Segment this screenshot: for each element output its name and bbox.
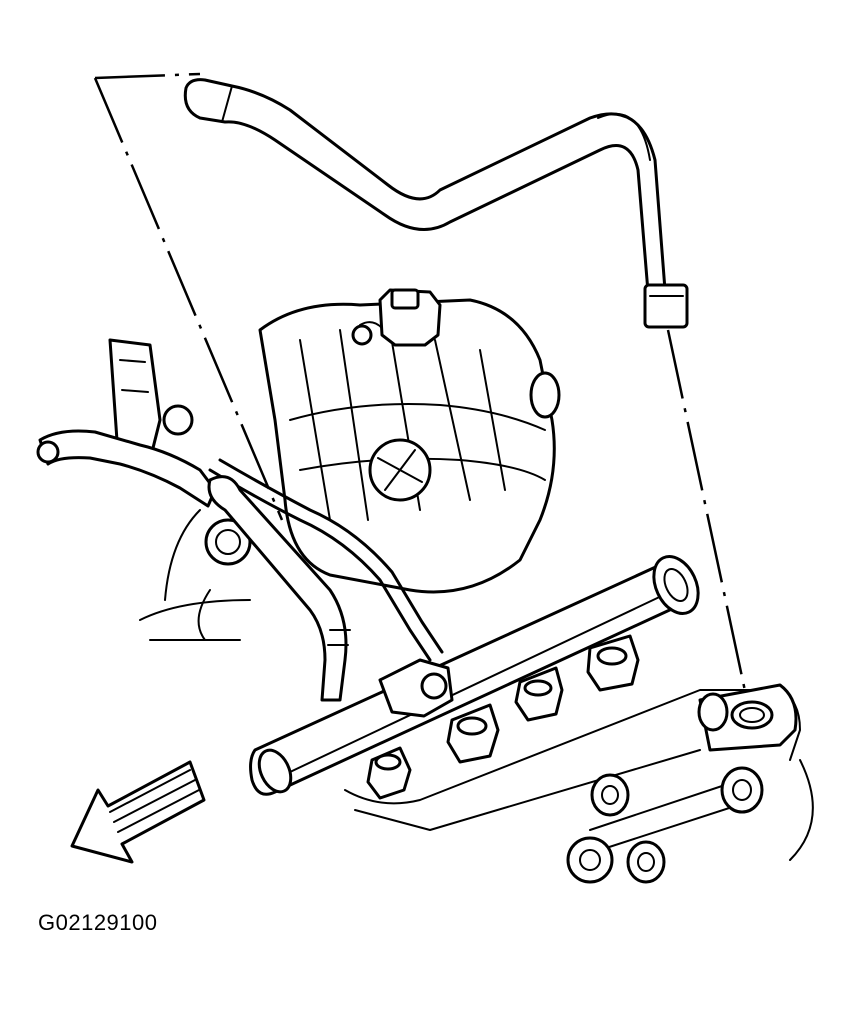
figure-id: G02129100 <box>38 910 158 935</box>
injector-2 <box>446 703 500 764</box>
leader-lines <box>93 72 750 706</box>
injector-ports <box>566 683 814 884</box>
injector-1 <box>366 746 412 800</box>
injector-4 <box>586 634 640 692</box>
throttle-position-sensor <box>351 288 442 347</box>
injector-3 <box>514 666 564 722</box>
fuel-feed-hose <box>183 78 689 329</box>
front-direction-arrow-icon <box>70 760 206 864</box>
intake-manifold <box>258 298 561 594</box>
fuel-rail <box>249 555 700 796</box>
fuel-injectors <box>366 634 640 800</box>
fuel-lines <box>207 458 444 702</box>
left-bracket-and-pipes <box>36 338 252 641</box>
